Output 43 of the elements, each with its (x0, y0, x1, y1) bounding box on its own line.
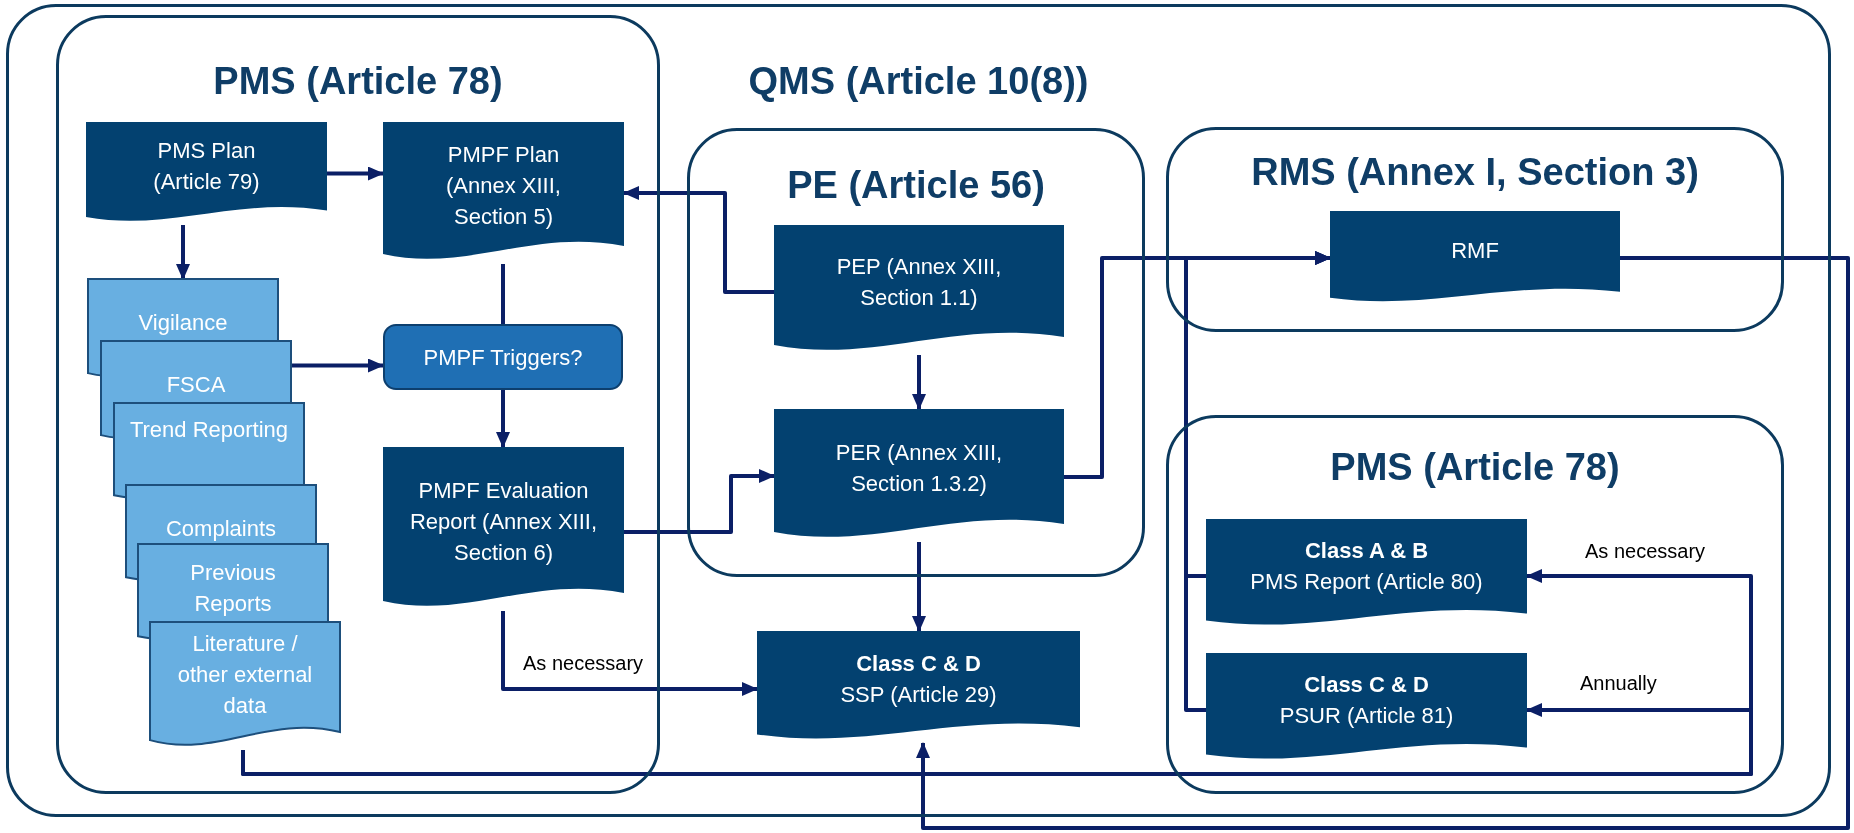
arrow (501, 611, 758, 696)
connector-line (501, 264, 505, 324)
node-label: Complaints (165, 515, 276, 543)
arrow (291, 358, 384, 373)
arrow (496, 390, 510, 448)
node-label: SSP (Article 29) (840, 681, 997, 709)
arrow (912, 355, 926, 410)
node-label: PMPF Triggers? (423, 343, 583, 372)
group-container (1166, 127, 1784, 332)
node-heading: Class A & B (1304, 537, 1429, 565)
group-container (56, 15, 660, 794)
node-label: PMPF Evaluation Report (Annex XIII, Section 6) (408, 476, 599, 567)
node-label: RMF (1451, 236, 1499, 265)
node-label: Trend Reporting (129, 416, 289, 444)
node-heading: Class C & D (1304, 671, 1429, 699)
group-title: PMS (Article 78) (1330, 446, 1620, 489)
arrow (327, 166, 384, 181)
node-label: PMS Plan (Article 79) (152, 136, 261, 196)
arrow (176, 225, 190, 280)
group-container (1166, 415, 1784, 794)
arrow (916, 256, 1850, 830)
node-heading: Class C & D (856, 650, 981, 678)
node-label: PEP (Annex XIII, Section 1.1) (835, 253, 1003, 312)
arrow (623, 186, 774, 294)
node-label: PMPF Plan (Annex XIII, Section 5) (445, 140, 562, 231)
node-label: PMS Report (Article 80) (1250, 568, 1483, 596)
arrow (912, 542, 926, 632)
group-title: PE (Article 56) (787, 164, 1045, 207)
node-label: Literature / other external data (176, 630, 314, 720)
node-label: PER (Annex XIII, Section 1.3.2) (834, 438, 1004, 498)
group-title: QMS (Article 10(8)) (748, 60, 1089, 103)
group-title: RMS (Annex I, Section 3) (1251, 151, 1699, 194)
node-label: Previous Reports (189, 559, 277, 618)
node-label: PSUR (Article 81) (1279, 702, 1454, 730)
group-container (6, 4, 1831, 817)
edge-label: Annually (1578, 672, 1659, 695)
process-box (383, 324, 623, 390)
group-title: PMS (Article 78) (213, 60, 503, 103)
group-container (687, 128, 1145, 577)
arrow (241, 703, 1753, 776)
node-label: Vigilance (138, 309, 228, 337)
node-label: FSCA (166, 371, 226, 399)
arrow (624, 469, 775, 534)
